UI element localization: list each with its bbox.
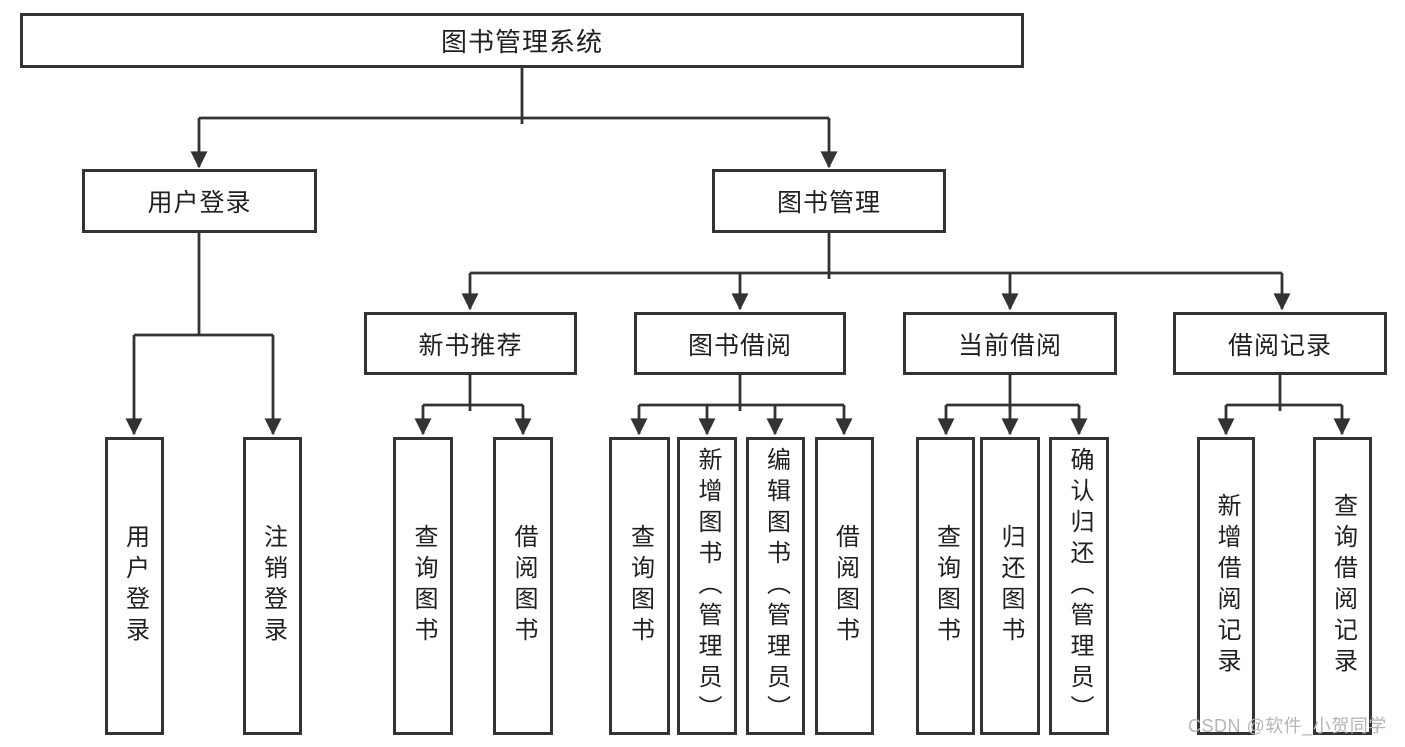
leaf-borrow-books-recommend: 借阅图书 bbox=[493, 437, 553, 735]
node-library-management-system: 图书管理系统 bbox=[20, 13, 1024, 68]
leaf-user-login: 用户登录 bbox=[105, 437, 164, 735]
node-new-book-recommend: 新书推荐 bbox=[364, 312, 577, 375]
leaf-confirm-return-admin: 确认归还（管理员） bbox=[1049, 437, 1109, 735]
leaf-return-books: 归还图书 bbox=[980, 437, 1040, 735]
csdn-watermark: CSDN @软件_小贺同学 bbox=[1188, 716, 1387, 736]
leaf-edit-books-admin: 编辑图书（管理员） bbox=[746, 437, 805, 735]
leaf-borrow-books: 借阅图书 bbox=[815, 437, 874, 735]
node-user-login: 用户登录 bbox=[82, 169, 317, 233]
leaf-query-books-recommend: 查询图书 bbox=[393, 437, 453, 735]
node-borrow-records: 借阅记录 bbox=[1173, 312, 1387, 375]
leaf-query-books-current: 查询图书 bbox=[916, 437, 975, 735]
node-book-borrow: 图书借阅 bbox=[634, 312, 846, 375]
leaf-query-books-borrow: 查询图书 bbox=[609, 437, 670, 735]
leaf-logout: 注销登录 bbox=[243, 437, 302, 735]
node-current-borrow: 当前借阅 bbox=[903, 312, 1117, 375]
node-book-management: 图书管理 bbox=[712, 169, 946, 233]
leaf-add-borrow-record: 新增借阅记录 bbox=[1197, 437, 1255, 735]
leaf-query-borrow-record: 查询借阅记录 bbox=[1313, 437, 1372, 735]
leaf-add-books-admin: 新增图书（管理员） bbox=[677, 437, 737, 735]
